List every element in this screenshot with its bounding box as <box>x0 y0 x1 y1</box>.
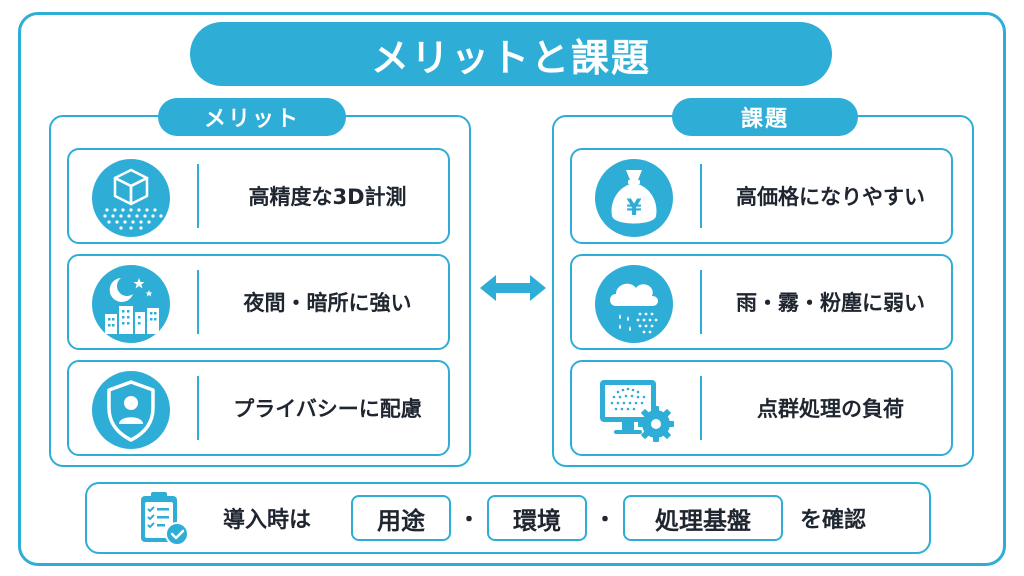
privacy-shield-user-icon <box>91 370 171 450</box>
challenge-text: 点群処理の負荷 <box>757 397 904 421</box>
tag-purpose: 用途 <box>351 495 451 541</box>
double-arrow-icon <box>478 273 548 303</box>
separator-dot: ・ <box>458 507 481 533</box>
merits-label: メリット <box>158 98 346 136</box>
separator-dot: ・ <box>594 507 617 533</box>
rain-cloud-icon <box>594 264 674 344</box>
merit-text: 夜間・暗所に強い <box>243 291 412 315</box>
tag-processing-platform: 処理基盤 <box>623 495 783 541</box>
merit-card-night: 夜間・暗所に強い <box>67 254 450 350</box>
footer-tail-text: を確認 <box>800 507 867 533</box>
challenges-label: 課題 <box>672 98 858 136</box>
tag-environment: 環境 <box>487 495 587 541</box>
merit-text: プライバシーに配慮 <box>233 397 422 421</box>
merit-card-precision: 高精度な3D計測 <box>67 148 450 244</box>
page-title: メリットと課題 <box>190 22 832 86</box>
merit-text: 高精度な3D計測 <box>248 185 407 209</box>
card-divider <box>700 270 702 334</box>
card-divider <box>197 270 199 334</box>
challenge-card-cost: ¥ 高価格になりやすい <box>570 148 953 244</box>
card-divider <box>700 376 702 440</box>
checklist-bar: 導入時は 用途 ・ 環境 ・ 処理基盤 を確認 <box>85 482 931 554</box>
card-divider <box>700 164 702 228</box>
night-city-moon-icon <box>91 264 171 344</box>
monitor-gear-icon <box>594 370 674 450</box>
challenge-card-weather: 雨・霧・粉塵に弱い <box>570 254 953 350</box>
challenge-text: 高価格になりやすい <box>736 185 925 209</box>
merit-card-privacy: プライバシーに配慮 <box>67 360 450 456</box>
yen-money-bag-icon: ¥ <box>594 158 674 238</box>
card-divider <box>197 376 199 440</box>
footer-lead-text: 導入時は <box>223 507 312 533</box>
svg-text:¥: ¥ <box>626 196 642 221</box>
3d-cube-point-cloud-icon <box>91 158 171 238</box>
challenge-text: 雨・霧・粉塵に弱い <box>736 291 925 315</box>
challenge-card-processing: 点群処理の負荷 <box>570 360 953 456</box>
clipboard-checklist-icon <box>135 490 191 548</box>
card-divider <box>197 164 199 228</box>
